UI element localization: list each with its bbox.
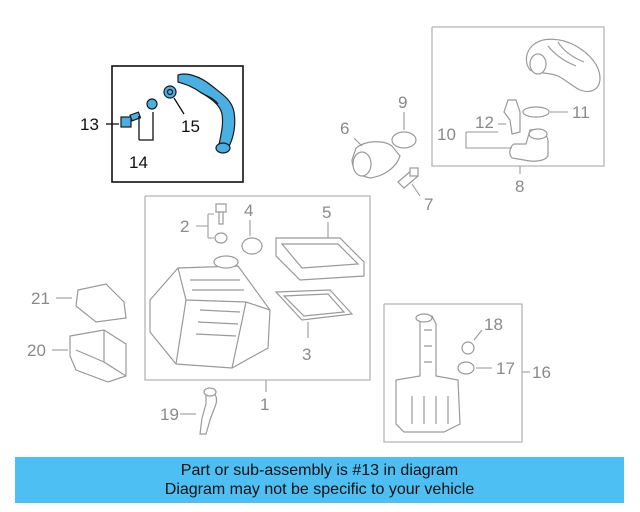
label-19: 19 [160,405,179,424]
highlight-group: 13 14 15 [80,65,244,183]
label-12: 12 [475,113,494,132]
label-21: 21 [31,289,50,308]
hose-end [215,142,231,154]
label-3: 3 [302,345,311,364]
bolt-13-part[interactable] [120,111,142,128]
nut-part[interactable] [146,98,158,110]
label-15: 15 [181,117,200,136]
label-6: 6 [340,119,349,138]
label-5: 5 [322,203,331,222]
banner-line-1: Part or sub-assembly is #13 in diagram [180,462,459,479]
label-18: 18 [484,315,503,334]
banner-line-2: Diagram may not be specific to your vehi… [164,481,475,498]
intake-group: 11 12 10 8 [431,26,605,196]
resonator-group: 18 17 16 [383,303,551,443]
mid-parts: 6 9 7 [340,93,433,214]
left-parts: 21 20 19 [27,283,218,435]
info-banner: Part or sub-assembly is #13 in diagram D… [15,457,624,503]
label-8: 8 [515,177,524,196]
label-4: 4 [244,201,253,220]
grommet-part[interactable] [163,85,177,99]
label-1: 1 [260,395,269,414]
label-16: 16 [532,363,551,382]
label-10: 10 [437,125,456,144]
breather-hose-part[interactable] [177,73,236,151]
label-11: 11 [572,103,590,122]
label-13: 13 [80,115,99,134]
label-17: 17 [496,359,515,378]
label-20: 20 [27,341,46,360]
label-14: 14 [129,153,148,172]
label-7: 7 [424,195,433,214]
label-9: 9 [398,93,407,112]
air-cleaner-group: 2 4 5 3 1 [144,195,371,414]
label-2: 2 [180,217,189,236]
